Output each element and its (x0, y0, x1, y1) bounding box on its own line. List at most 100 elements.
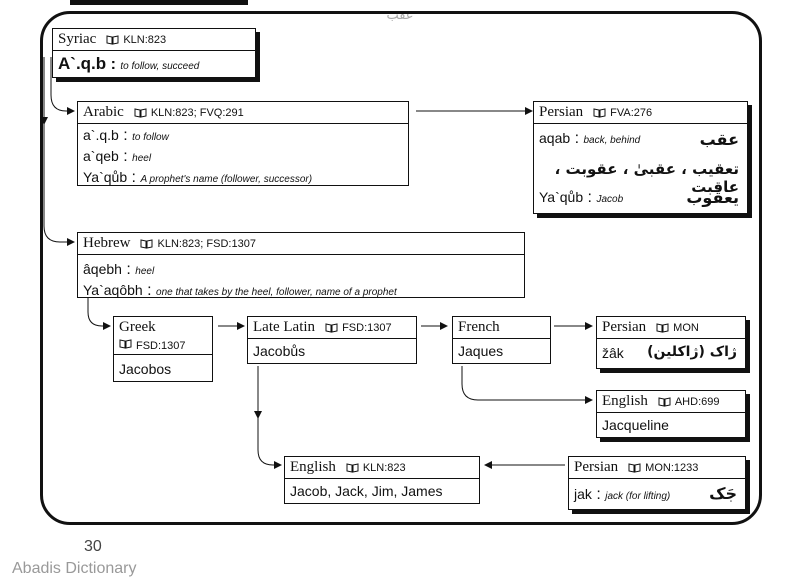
french-header: French (453, 317, 550, 339)
english2-header: English KLN:823 (285, 457, 479, 479)
arabic-word: Ya`qůb (83, 169, 128, 185)
arabic-box: Arabic KLN:823; FVQ:291 a`.q.b : to foll… (77, 101, 409, 186)
syriac-word: A`.q.b (58, 54, 107, 73)
persian3-word: jak (574, 486, 592, 502)
greek-lang: Greek (119, 319, 156, 335)
syriac-box: Syriac KLN:823 A`.q.b : to follow, succe… (52, 28, 256, 78)
diagram-frame (40, 11, 762, 525)
book-icon (658, 396, 671, 407)
arabic-ref: KLN:823; FVQ:291 (150, 106, 244, 119)
book-icon (593, 107, 606, 118)
persian2-entry: žâk ژاک (ژاکلین) (597, 339, 745, 369)
top-bar (70, 0, 248, 5)
latin-header: Late Latin FSD:1307 (248, 317, 416, 339)
arabic-gloss: heel (132, 153, 152, 164)
greek-header: Greek FSD:1307 (114, 317, 212, 355)
persian-box-1: Persian FVA:276 aqab : back, behind عقب … (533, 101, 748, 214)
english2-ref: KLN:823 (362, 461, 406, 474)
hebrew-line: âqebh : heel (83, 261, 155, 278)
book-icon (325, 322, 338, 333)
persian-farsi-1: عقب (699, 130, 739, 149)
hebrew-word: Ya`aqôbh (83, 282, 143, 298)
syriac-entry: A`.q.b : to follow, succeed (58, 54, 200, 73)
persian2-lang: Persian (602, 319, 647, 335)
persian2-ref: MON (673, 321, 699, 334)
latin-box: Late Latin FSD:1307 Jacobůs (247, 316, 417, 364)
syriac-lang: Syriac (58, 31, 97, 47)
hebrew-line: Ya`aqôbh : one that takes by the heel, f… (83, 282, 397, 299)
book-icon (656, 322, 669, 333)
syriac-ref: KLN:823 (123, 33, 167, 46)
syriac-header: Syriac KLN:823 (53, 29, 255, 51)
book-icon (134, 107, 147, 118)
persian-box-2: Persian MON žâk ژاک (ژاکلین) (596, 316, 746, 369)
book-icon (346, 462, 359, 473)
hebrew-entries: âqebh : heel Ya`aqôbh : one that takes b… (78, 255, 524, 304)
english1-lang: English (602, 393, 648, 409)
persian-box-3: Persian MON:1233 jak : jack (for lifting… (568, 456, 746, 510)
french-lang: French (458, 319, 500, 335)
latin-lang: Late Latin (253, 319, 316, 335)
arabic-line: a`qeb : heel (83, 148, 152, 165)
persian-gloss: back, behind (583, 135, 641, 146)
persian3-ref: MON:1233 (645, 461, 699, 474)
arabic-word: a`qeb (83, 148, 119, 164)
persian-entries: aqab : back, behind عقب تعقیب ، عقبیٰ ، … (534, 124, 747, 214)
english2-lang: English (290, 459, 336, 475)
persian2-header: Persian MON (597, 317, 745, 339)
hebrew-ref: KLN:823; FSD:1307 (157, 237, 256, 250)
persian-farsi-3: یعقوب (686, 188, 739, 207)
french-box: French Jaques (452, 316, 551, 364)
persian-lang: Persian (539, 104, 584, 120)
arabic-line: a`.q.b : to follow (83, 127, 169, 144)
arabic-line: Ya`qůb : A prophet's name (follower, suc… (83, 169, 313, 186)
hebrew-box: Hebrew KLN:823; FSD:1307 âqebh : heel Ya… (77, 232, 525, 299)
english2-word: Jacob, Jack, Jim, James (290, 483, 443, 499)
english-box-1: English AHD:699 Jacqueline (596, 390, 746, 438)
french-to-english-connector (461, 366, 593, 404)
syriac-to-arabic-connector (50, 57, 75, 115)
arabic-header: Arabic KLN:823; FVQ:291 (78, 102, 408, 124)
hebrew-lang: Hebrew (83, 235, 131, 251)
book-icon (106, 34, 119, 45)
english1-header: English AHD:699 (597, 391, 745, 413)
syriac-gloss: to follow, succeed (120, 61, 200, 72)
english1-ref: AHD:699 (674, 395, 720, 408)
latin-word: Jacobůs (253, 343, 306, 359)
hebrew-word: âqebh (83, 261, 122, 277)
greek-ref: FSD:1307 (136, 340, 186, 352)
persian2-farsi: ژاک (ژاکلین) (647, 344, 737, 360)
hebrew-gloss: heel (135, 266, 155, 277)
persian3-lang: Persian (574, 459, 619, 475)
greek-word: Jacobos (119, 361, 172, 377)
brand-label: Abadis Dictionary (12, 560, 137, 577)
english1-word: Jacqueline (602, 417, 669, 433)
persian-ref: FVA:276 (610, 106, 653, 119)
persian3-header: Persian MON:1233 (569, 457, 745, 479)
page-number: 30 (84, 538, 102, 555)
arabic-gloss: A prophet's name (follower, successor) (140, 174, 313, 185)
persian-line: aqab : back, behind (539, 130, 641, 147)
hebrew-gloss: one that takes by the heel, follower, na… (156, 287, 397, 298)
persian3-gloss: jack (for lifting) (605, 491, 671, 502)
persian-gloss: Jacob (596, 194, 624, 205)
arabic-lang: Arabic (83, 104, 124, 120)
arabic-gloss: to follow (132, 132, 169, 143)
hebrew-to-greek-connector (87, 298, 111, 330)
persian3-farsi: جَک (709, 484, 737, 503)
arabic-word: a`.q.b (83, 127, 119, 143)
syriac-to-hebrew-connector (43, 57, 75, 246)
persian3-entry: jak : jack (for lifting) جَک (569, 479, 745, 510)
persian-line: Ya`qůb : Jacob (539, 189, 624, 206)
persian-word: Ya`qůb (539, 189, 584, 205)
book-icon (140, 238, 153, 249)
book-icon (628, 462, 641, 473)
latin-ref: FSD:1307 (342, 321, 392, 334)
persian-farsi-2: تعقیب ، عقبیٰ ، عقوبت ، عاقبت (554, 160, 739, 196)
latin-to-english-connector (257, 418, 282, 469)
persian-header: Persian FVA:276 (534, 102, 747, 124)
persian3-line: jak : jack (for lifting) (574, 486, 671, 503)
english-box-2: English KLN:823 Jacob, Jack, Jim, James (284, 456, 480, 504)
book-icon (119, 339, 132, 349)
